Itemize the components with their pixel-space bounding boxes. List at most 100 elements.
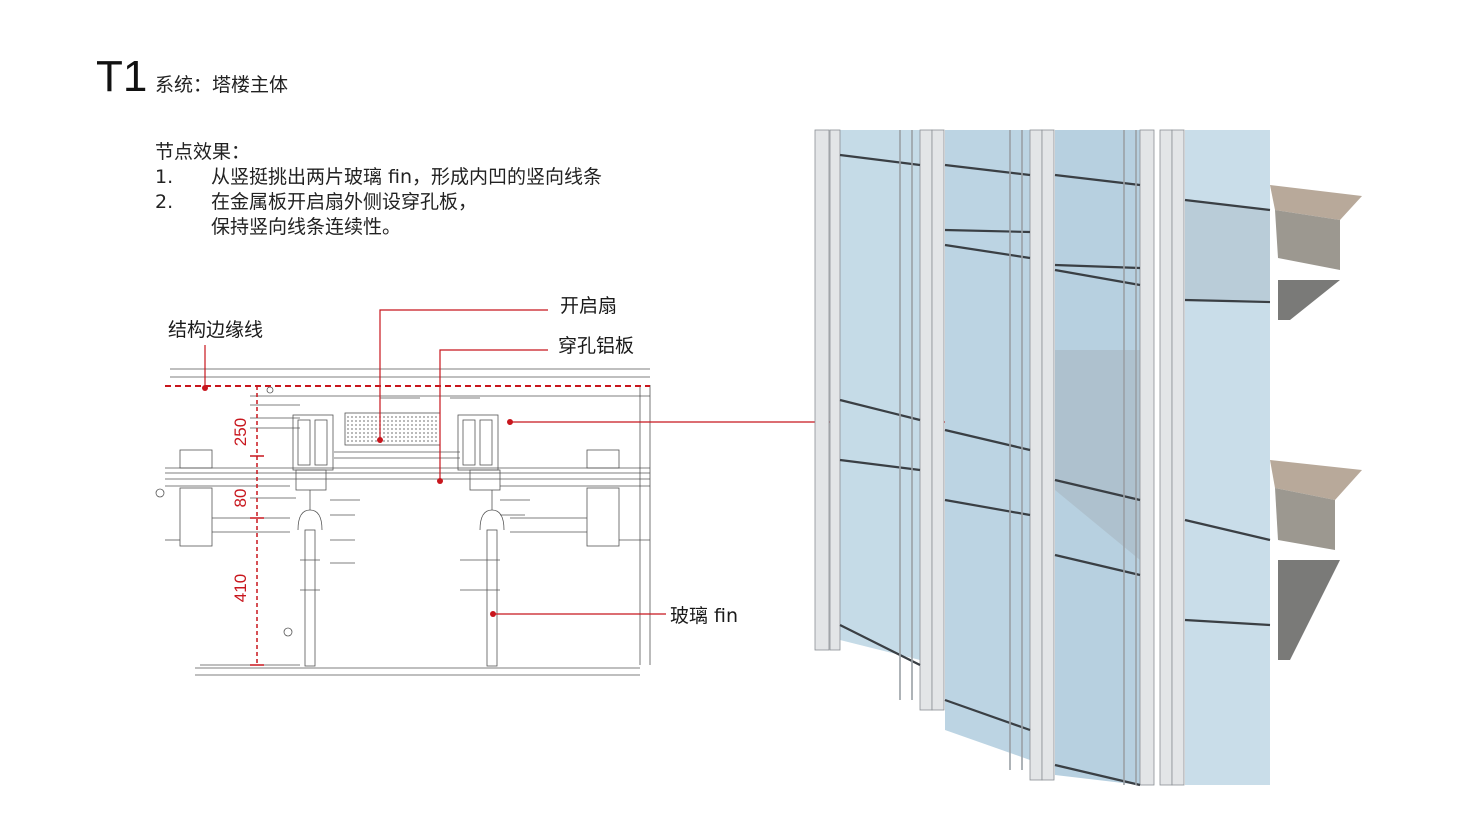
perforated-pattern	[347, 416, 437, 442]
perforation-dot	[395, 432, 397, 434]
perforation-dot	[359, 436, 361, 438]
perforation-dot	[371, 416, 373, 418]
perforation-dot	[419, 420, 421, 422]
list-item: 1. 从竖挺挑出两片玻璃 fin，形成内凹的竖向线条	[155, 165, 602, 190]
perforation-dot	[399, 436, 401, 438]
perforation-dot	[411, 432, 413, 434]
page-code: T1	[96, 52, 148, 101]
perforation-dot	[415, 432, 417, 434]
perforation-dot	[351, 432, 353, 434]
perforation-dot	[435, 428, 437, 430]
perforation-dot	[423, 428, 425, 430]
perforation-dot	[395, 436, 397, 438]
perforation-dot	[359, 428, 361, 430]
perforation-dot	[423, 420, 425, 422]
perforation-dot	[391, 428, 393, 430]
perforation-dot	[415, 428, 417, 430]
perforation-dot	[383, 440, 385, 442]
perforation-dot	[383, 428, 385, 430]
perforation-dot	[423, 440, 425, 442]
perforation-dot	[407, 428, 409, 430]
perforation-dot	[399, 432, 401, 434]
perforation-dot	[403, 420, 405, 422]
perforation-dot	[395, 440, 397, 442]
perforation-dot	[363, 436, 365, 438]
perforation-dot	[355, 424, 357, 426]
perforation-dot	[427, 440, 429, 442]
perforation-dot	[431, 420, 433, 422]
perforation-dot	[383, 416, 385, 418]
perforation-dot	[367, 424, 369, 426]
perforation-dot	[359, 420, 361, 422]
perforation-dot	[403, 416, 405, 418]
perforation-dot	[423, 424, 425, 426]
notes-block: 节点效果： 1. 从竖挺挑出两片玻璃 fin，形成内凹的竖向线条 2. 在金属板…	[155, 140, 602, 240]
perforation-dot	[411, 440, 413, 442]
perforation-dot	[399, 416, 401, 418]
perforation-dot	[355, 428, 357, 430]
perforation-dot	[351, 420, 353, 422]
perforation-dot	[347, 428, 349, 430]
perforation-dot	[415, 436, 417, 438]
perforation-dot	[383, 420, 385, 422]
perforation-dot	[435, 416, 437, 418]
perforation-dot	[435, 432, 437, 434]
perforation-dot	[399, 428, 401, 430]
perforation-dot	[407, 440, 409, 442]
perforation-dot	[363, 416, 365, 418]
perforation-dot	[407, 424, 409, 426]
perforation-dot	[419, 432, 421, 434]
perforation-dot	[371, 440, 373, 442]
perforation-dot	[415, 420, 417, 422]
perforation-dot	[411, 420, 413, 422]
perforation-dot	[359, 440, 361, 442]
perforation-dot	[391, 436, 393, 438]
perforation-dot	[391, 440, 393, 442]
perforation-dot	[427, 428, 429, 430]
perforation-dot	[411, 424, 413, 426]
perforation-dot	[367, 436, 369, 438]
perforation-dot	[419, 440, 421, 442]
perforation-dot	[403, 424, 405, 426]
perforation-dot	[407, 432, 409, 434]
perforation-dot	[431, 432, 433, 434]
perforation-dot	[371, 432, 373, 434]
perforation-dot	[431, 436, 433, 438]
callout-dots	[202, 385, 513, 617]
perforation-dot	[367, 420, 369, 422]
perforation-dot	[367, 428, 369, 430]
dimension-250: 250	[231, 418, 250, 446]
perforation-dot	[407, 436, 409, 438]
perforation-dot	[423, 416, 425, 418]
perforation-dot	[347, 416, 349, 418]
list-item-number: 2.	[155, 191, 174, 213]
perforation-dot	[355, 436, 357, 438]
perforation-dot	[355, 440, 357, 442]
perforation-dot	[403, 436, 405, 438]
perforation-dot	[435, 424, 437, 426]
perforation-dot	[363, 432, 365, 434]
perforation-dot	[387, 420, 389, 422]
perforation-dot	[387, 432, 389, 434]
list-item-text: 从竖挺挑出两片玻璃 fin，形成内凹的竖向线条	[211, 166, 603, 188]
perforation-dot	[363, 428, 365, 430]
perforation-dot	[387, 436, 389, 438]
perforation-dot	[419, 428, 421, 430]
perforation-dot	[431, 428, 433, 430]
perforation-dot	[411, 436, 413, 438]
perforation-dot	[427, 432, 429, 434]
perforation-dot	[391, 424, 393, 426]
perforation-dot	[395, 420, 397, 422]
perforation-dot	[351, 424, 353, 426]
dimension-80: 80	[231, 489, 250, 508]
perforation-dot	[427, 436, 429, 438]
perforation-dot	[427, 424, 429, 426]
perforation-dot	[411, 416, 413, 418]
perforation-dot	[427, 420, 429, 422]
perforation-dot	[399, 420, 401, 422]
perforation-dot	[415, 416, 417, 418]
perforation-dot	[347, 436, 349, 438]
perforation-dot	[355, 416, 357, 418]
perforation-dot	[375, 416, 377, 418]
